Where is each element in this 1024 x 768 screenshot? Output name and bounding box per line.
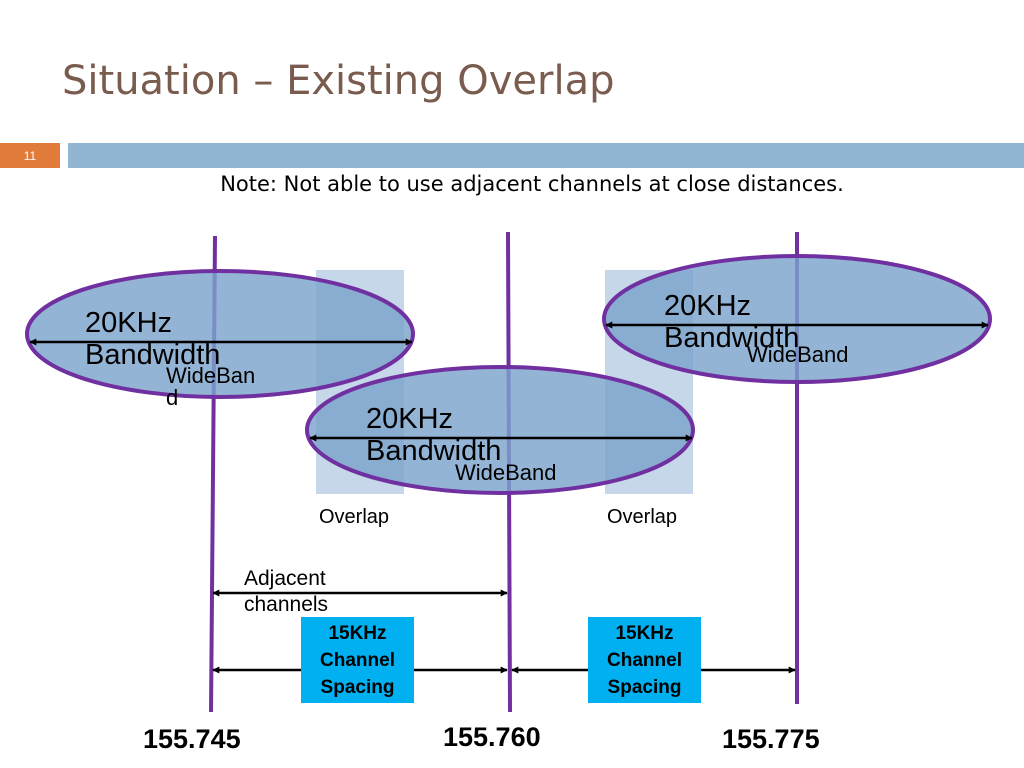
- bandwidth-word-1: Bandwidth: [85, 339, 221, 371]
- note-text: Note: Not able to use adjacent channels …: [220, 172, 844, 196]
- bandwidth-value-1: 20KHz: [85, 307, 173, 339]
- frequency-label-3: 155.775: [722, 724, 820, 754]
- page-number-badge: 11: [0, 143, 60, 168]
- page-number: 11: [23, 148, 37, 163]
- wideband-label-3: WideBand: [747, 342, 849, 367]
- adjacent-word: Adjacent: [244, 567, 326, 590]
- wideband-word-1: WideBan: [166, 363, 256, 388]
- bandwidth-ellipse-2: [305, 365, 695, 495]
- overlap-label-right: Overlap: [607, 506, 678, 528]
- bandwidth-label-2: 20KHz Bandwidth: [366, 403, 501, 467]
- bandwidth-value-2: 20KHz: [366, 403, 454, 435]
- bandwidth-ellipse-1: [25, 269, 415, 399]
- channel-spacing-box-2: 15KHz Channel Spacing: [588, 617, 701, 703]
- bandwidth-ellipse-3: [602, 254, 992, 384]
- bandwidth-label-1: 20KHz Bandwidth: [85, 307, 220, 371]
- channels-word: channels: [244, 593, 329, 616]
- bandwidth-value-3: 20KHz: [664, 290, 752, 322]
- wideband-word-1-cont: d: [166, 385, 179, 410]
- spacing-channel-1: Channel: [320, 649, 395, 671]
- frequency-label-2: 155.760: [443, 722, 541, 752]
- wideband-label-2: WideBand: [455, 460, 557, 485]
- bandwidth-word-3: Bandwidth: [664, 322, 800, 354]
- spacing-value-1: 15KHz: [328, 622, 387, 644]
- overlap-label-left: Overlap: [319, 506, 390, 528]
- spacing-channel-2: Channel: [607, 649, 682, 671]
- header-bar: [68, 143, 1024, 168]
- frequency-label-1: 155.745: [143, 724, 241, 754]
- adjacent-channels-label: Adjacent channels: [244, 566, 328, 618]
- wideband-label-1: WideBan d: [166, 365, 255, 409]
- slide-title: Situation – Existing Overlap: [62, 58, 615, 104]
- spacing-value-2: 15KHz: [615, 622, 674, 644]
- channel-spacing-box-1: 15KHz Channel Spacing: [301, 617, 414, 703]
- bandwidth-label-3: 20KHz Bandwidth: [664, 290, 799, 354]
- bandwidth-word-2: Bandwidth: [366, 435, 502, 467]
- spacing-word-1: Spacing: [320, 676, 395, 698]
- spacing-word-2: Spacing: [607, 676, 682, 698]
